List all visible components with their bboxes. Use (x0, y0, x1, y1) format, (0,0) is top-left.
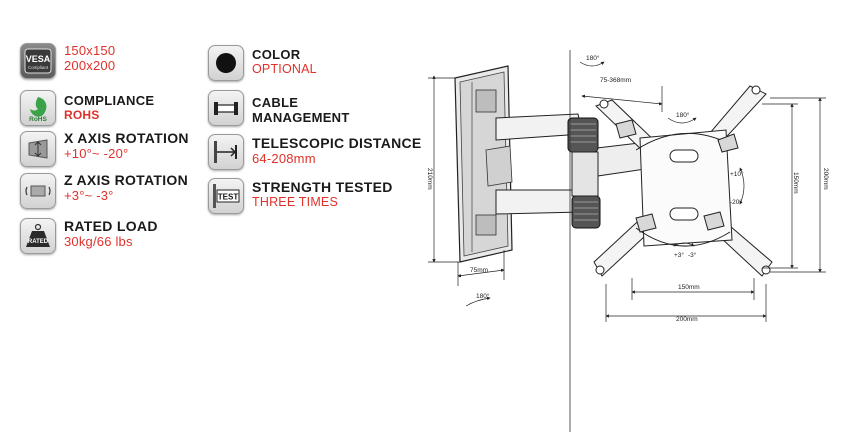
z-axis-rotation-icon (20, 173, 56, 209)
svg-text:RATED: RATED (28, 239, 49, 245)
color-dot-icon (208, 45, 244, 81)
spec-z-axis-rotation: Z AXIS ROTATION +3°~ -3° (20, 173, 188, 209)
vesa-horizontal-150-label: 150mm (678, 284, 700, 291)
spec-vesa: VESA Compliant 150x150 200x200 (20, 43, 115, 79)
spec-telescopic-distance: TELESCOPIC DISTANCE 64-208mm (208, 134, 422, 170)
svg-text:RoHS: RoHS (29, 116, 47, 123)
compliance-title: COMPLIANCE (64, 93, 155, 108)
rated-load-weight-icon: RATED (20, 218, 56, 254)
tilt-up-angle: +10° (730, 170, 744, 178)
spec-x-axis-rotation: X AXIS ROTATION +10°~ -20° (20, 131, 189, 167)
compliance-value: ROHS (64, 108, 100, 122)
cable-title-line2: MANAGEMENT (252, 110, 350, 125)
cable-management-icon (208, 90, 244, 126)
wall-mount-technical-drawing: 75-368mm 210mm 75mm 150mm 200mm 150mm 20… (426, 50, 829, 432)
vesa-vertical-200-label: 200mm (822, 168, 829, 190)
rated-load-value: 30kg/66 lbs (64, 234, 133, 249)
strength-test-icon: TEST (208, 178, 244, 214)
svg-text:Compliant: Compliant (28, 65, 49, 70)
x-axis-rotation-icon (20, 131, 56, 167)
rated-load-title: RATED LOAD (64, 218, 158, 234)
vesa-size-1: 150x150 (64, 43, 116, 58)
wall-plate-height-label: 210mm (426, 168, 433, 190)
telescopic-distance-icon (208, 134, 244, 170)
tilt-down-angle: -20° (730, 198, 742, 206)
telescopic-value: 64-208mm (252, 151, 316, 166)
svg-text:VESA: VESA (26, 54, 51, 64)
rotate-minus-angle: -3° (688, 251, 697, 259)
swivel-angle-mid: 180° (676, 111, 690, 119)
z-axis-value: +3°~ -3° (64, 188, 114, 203)
vesa-horizontal-200-label: 200mm (676, 316, 698, 323)
color-value: OPTIONAL (252, 62, 317, 76)
spec-rated-load: RATED RATED LOAD 30kg/66 lbs (20, 218, 158, 254)
articulating-arms (485, 113, 653, 229)
wall-plate-depth-label: 75mm (470, 267, 488, 274)
vesa-compliant-badge-icon: VESA Compliant (20, 43, 56, 79)
x-axis-title: X AXIS ROTATION (64, 130, 189, 146)
rotate-plus-angle: +3° (674, 251, 684, 259)
vesa-size-2: 200x200 (64, 58, 116, 73)
strength-title: STRENGTH TESTED (252, 179, 393, 195)
rohs-leaf-icon: RoHS (20, 90, 56, 126)
vesa-bracket (593, 85, 773, 277)
telescopic-title: TELESCOPIC DISTANCE (252, 135, 422, 151)
arm-extension-label: 75-368mm (600, 77, 631, 84)
swivel-angle-bottom: 180° (476, 292, 490, 300)
vesa-vertical-150-label: 150mm (792, 172, 799, 194)
strength-value: THREE TIMES (252, 195, 339, 209)
spec-strength-tested: TEST STRENGTH TESTED THREE TIMES (208, 178, 393, 214)
z-axis-title: Z AXIS ROTATION (64, 172, 189, 188)
color-title: COLOR (252, 47, 301, 62)
spec-cable-management: CABLE MANAGEMENT (208, 90, 350, 126)
x-axis-value: +10°~ -20° (64, 146, 129, 161)
spec-compliance: RoHS COMPLIANCE ROHS (20, 90, 154, 126)
svg-text:TEST: TEST (218, 193, 239, 202)
cable-title-line1: CABLE (252, 95, 299, 110)
spec-color: COLOR OPTIONAL (208, 45, 317, 81)
swivel-angle-top: 180° (586, 54, 600, 62)
